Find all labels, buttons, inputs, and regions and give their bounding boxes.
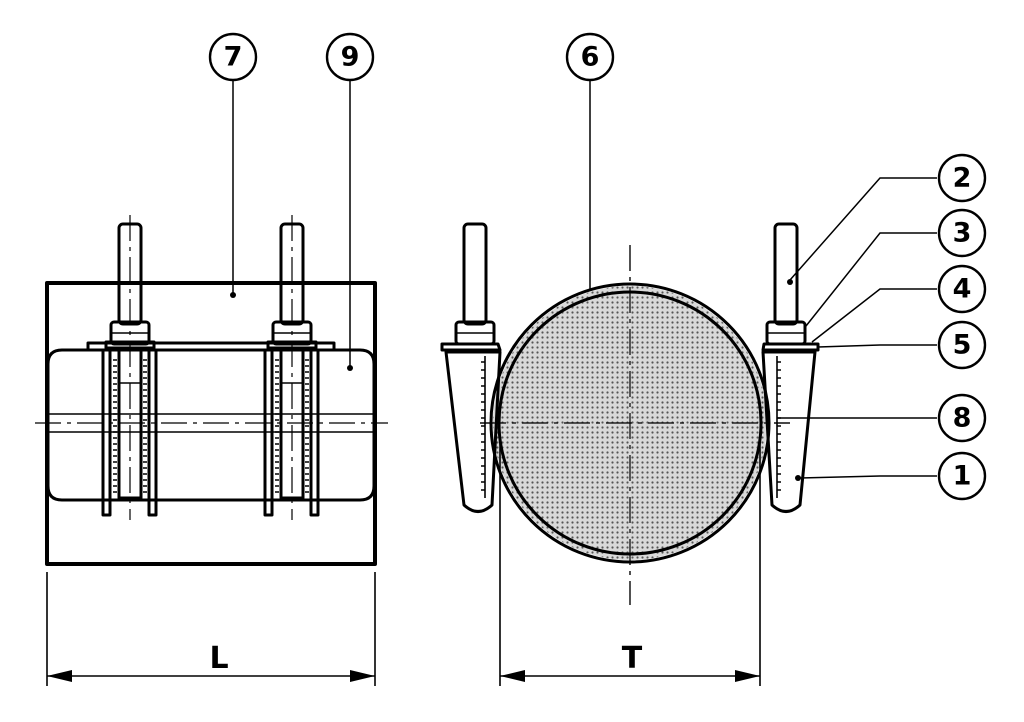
lug-bar — [86, 341, 336, 352]
balloon-3-label: 3 — [953, 218, 972, 249]
lug-flange — [440, 342, 502, 352]
balloon-2: 2 — [937, 153, 987, 203]
balloon-8: 8 — [937, 393, 987, 443]
balloon-2-label: 2 — [953, 163, 972, 194]
end-lug-right — [761, 222, 820, 513]
lug-body — [761, 350, 817, 513]
balloon-7: 7 — [208, 32, 258, 82]
balloon-4: 4 — [937, 264, 987, 314]
lug-plate-left — [263, 348, 274, 517]
dimension-l-label: L — [209, 641, 228, 676]
balloon-5: 5 — [937, 320, 987, 370]
dimension-l: L — [46, 572, 376, 686]
dimension-t: T — [499, 440, 761, 686]
dimension-t-label: T — [622, 641, 643, 676]
balloon-9: 9 — [325, 32, 375, 82]
lug-plate-left — [101, 348, 112, 517]
balloon-4-label: 4 — [953, 274, 972, 305]
lug-plate-right — [147, 348, 158, 517]
lug-flange — [761, 342, 820, 352]
lug-body — [444, 350, 502, 513]
balloon-5-label: 5 — [953, 330, 972, 361]
thread-marks — [275, 359, 309, 493]
balloon-6: 6 — [565, 32, 615, 82]
balloon-3: 3 — [937, 208, 987, 258]
balloon-7-label: 7 — [224, 42, 243, 73]
bolt-stud — [462, 222, 488, 326]
bolt-stud — [773, 222, 799, 326]
balloon-1: 1 — [937, 451, 987, 501]
bolt-assembly-left — [101, 215, 158, 520]
bolt-assembly-right — [263, 215, 320, 520]
balloon-1-label: 1 — [953, 461, 972, 492]
thread-marks — [113, 359, 147, 493]
end-lug-left — [440, 222, 502, 513]
lug-plate-right — [309, 348, 320, 517]
clamp-band — [46, 348, 376, 502]
balloon-6-label: 6 — [581, 42, 600, 73]
balloon-8-label: 8 — [953, 403, 972, 434]
side-view: L — [35, 80, 388, 686]
end-view: T — [440, 80, 937, 686]
balloon-9-label: 9 — [341, 42, 360, 73]
